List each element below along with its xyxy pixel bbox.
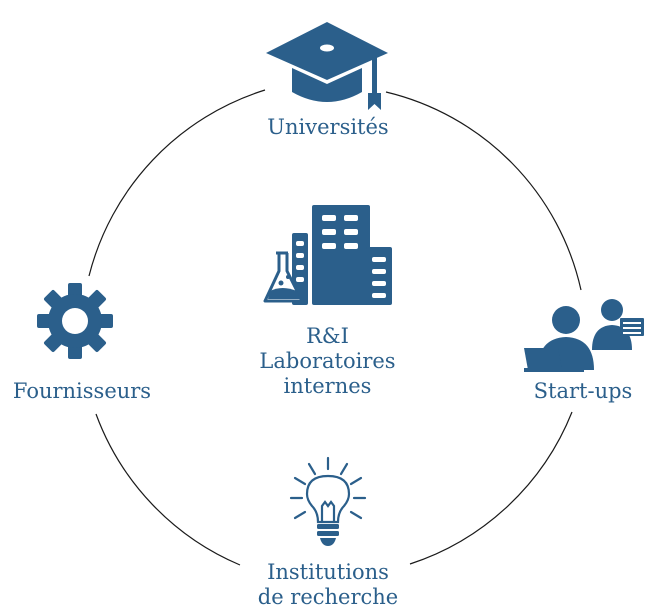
institutions-label-line1: Institutions — [267, 560, 389, 584]
ring-arc-bottom-right — [409, 411, 573, 565]
center-label-line3: internes — [283, 374, 372, 398]
lab-building-icon — [263, 205, 392, 305]
universites-label: Universités — [267, 115, 389, 139]
startups-label: Start-ups — [533, 379, 633, 403]
center-label-line1: R&I — [306, 324, 349, 348]
center-label-line2: Laboratoires — [259, 349, 396, 373]
lightbulb-icon — [289, 456, 367, 546]
ring-arc-top-right — [385, 91, 582, 291]
institutions-label-line2: de recherche — [257, 585, 399, 609]
institutions-label: Institutions de recherche — [228, 560, 428, 610]
graduation-cap-icon — [266, 22, 388, 110]
fournisseurs-label: Fournisseurs — [12, 379, 152, 403]
center-label: R&I Laboratoires internes — [220, 324, 435, 399]
people-laptop-icon — [524, 299, 644, 372]
ring-arc-top-left — [88, 89, 266, 277]
gear-icon — [37, 283, 113, 359]
ring-arc-bottom-left — [95, 413, 241, 566]
